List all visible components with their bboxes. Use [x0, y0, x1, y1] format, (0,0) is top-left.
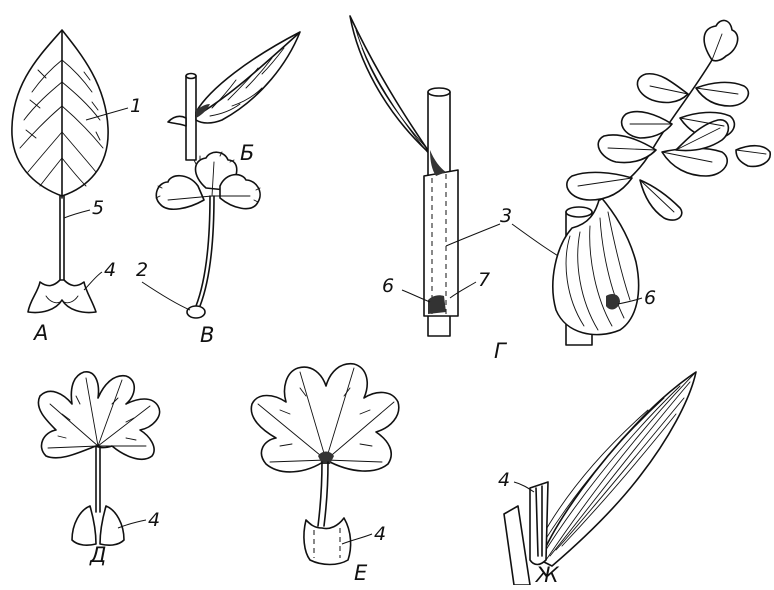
grass-blade-g [350, 16, 436, 162]
leader-5 [64, 210, 90, 218]
label-4-a: 4 [104, 259, 116, 281]
leaf-base-b [168, 116, 186, 126]
label-4-d: 4 [148, 509, 160, 531]
ligule-node-g [428, 295, 446, 314]
label-7: 7 [478, 269, 490, 291]
letter-e: Е [354, 561, 368, 585]
letter-b: Б [240, 141, 254, 165]
stem-b [186, 76, 196, 160]
letter-zh: Ж [534, 563, 560, 585]
sheath-zh [530, 482, 548, 565]
letter-d: Д [89, 543, 106, 567]
label-4-zh: 4 [498, 469, 510, 491]
leaflet-left-v [156, 176, 204, 210]
leaf-blade-a [12, 30, 108, 196]
leaflet-right-v [220, 175, 260, 209]
leaflets-compound [567, 20, 770, 220]
drawing-g-sheath-leaf: 6 7 Г [350, 16, 508, 363]
stipules-d [72, 506, 124, 545]
label-2: 2 [136, 259, 148, 281]
petiole-d [96, 446, 100, 512]
petiole-e [318, 462, 328, 526]
letter-g: Г [494, 339, 508, 363]
leaf-blade-zh [540, 372, 696, 566]
label-6-right: 6 [644, 287, 656, 309]
label-6-g: 6 [382, 275, 394, 297]
leader-2 [142, 282, 190, 310]
drawing-zh-lanceolate-leaf: 4 Ж [498, 372, 696, 585]
drawing-v-trifoliate-leaf: 2 В [136, 152, 260, 347]
leader-4a [84, 272, 102, 290]
drawing-g-compound-leaf-sheath: 6 [553, 20, 770, 345]
drawing-a-petiolate-leaf: 1 5 4 А [12, 30, 142, 345]
label-5: 5 [92, 197, 104, 219]
label-4-e: 4 [374, 523, 386, 545]
label-3: 3 [500, 205, 512, 227]
stipule-cup-e [304, 518, 351, 565]
letter-a: А [32, 321, 48, 345]
drawing-d-lobed-leaf: 4 Д [38, 372, 160, 567]
pulvinus-v [187, 306, 205, 318]
letter-v: В [200, 323, 214, 347]
stem-zh [504, 506, 530, 585]
petiole-a [60, 196, 64, 282]
label-1: 1 [130, 95, 142, 117]
petiole-v [196, 196, 214, 306]
drawing-b-sessile-leaf: Б [168, 32, 300, 165]
leader-4-d [118, 520, 146, 528]
stipules-a [28, 280, 96, 313]
drawing-e-palmate-leaf: 4 Е [251, 364, 398, 585]
